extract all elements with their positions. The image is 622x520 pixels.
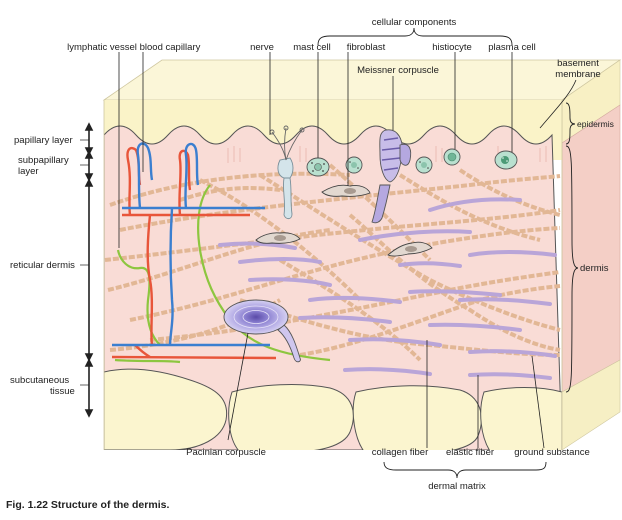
block-right-dermis xyxy=(561,104,621,393)
label-dermal-matrix: dermal matrix xyxy=(428,481,486,492)
label-ground-substance: ground substance xyxy=(514,447,590,458)
fibroblast-1 xyxy=(321,184,371,197)
label-subcutaneous-1: subcutaneous xyxy=(10,375,69,386)
label-plasma-cell: plasma cell xyxy=(488,42,536,53)
histiocyte-cell xyxy=(443,148,461,166)
label-nerve: nerve xyxy=(250,42,274,53)
layer-arrows xyxy=(84,122,94,418)
label-subpapillary-2: layer xyxy=(18,166,39,177)
leader-lines xyxy=(118,52,577,449)
label-fibroblast: fibroblast xyxy=(347,42,386,53)
small-cell-1 xyxy=(345,156,363,174)
label-mast-cell: mast cell xyxy=(293,42,330,53)
cellular-components-brace xyxy=(317,27,513,46)
elastic-fibers xyxy=(218,197,557,380)
label-epidermis: epidermis xyxy=(577,119,614,129)
label-elastic-fiber: elastic fiber xyxy=(446,447,494,458)
dermal-matrix-brace xyxy=(383,461,547,479)
meissner-corpuscle xyxy=(371,129,412,224)
label-collagen-fiber: collagen fiber xyxy=(372,447,429,458)
fibroblast-2 xyxy=(255,232,301,244)
nerve-endings xyxy=(269,125,305,161)
pacinian-corpuscle xyxy=(223,299,301,363)
mast-cell xyxy=(306,157,330,177)
label-basement-2: membrane xyxy=(555,69,600,80)
right-braces xyxy=(565,102,579,393)
label-reticular-dermis: reticular dermis xyxy=(10,260,75,271)
label-papillary-layer: papillary layer xyxy=(14,135,73,146)
label-blood-capillary: blood capillary xyxy=(140,42,201,53)
plasma-cell xyxy=(494,150,518,170)
label-dermis: dermis xyxy=(580,263,609,274)
nerve-fiber xyxy=(277,157,294,220)
subcutaneous-fat xyxy=(104,368,562,450)
label-subcutaneous-2: tissue xyxy=(50,386,75,397)
fibroblast-3 xyxy=(387,241,433,257)
layer-label-leaders xyxy=(80,139,89,386)
label-lymphatic-vessel: lymphatic vessel xyxy=(67,42,137,53)
blood-capillary-blue xyxy=(112,142,270,347)
figure-caption: Fig. 1.22 Structure of the dermis. xyxy=(6,499,170,511)
label-basement-1: basement xyxy=(557,58,599,69)
label-cellular-components: cellular components xyxy=(372,17,457,28)
label-meissner-corpuscle: Meissner corpuscle xyxy=(357,65,439,76)
label-histiocyte: histiocyte xyxy=(432,42,472,53)
small-cell-2 xyxy=(415,156,433,174)
label-pacinian-corpuscle: Pacinian corpuscle xyxy=(186,447,266,458)
label-subpapillary-1: subpapillary xyxy=(18,155,69,166)
